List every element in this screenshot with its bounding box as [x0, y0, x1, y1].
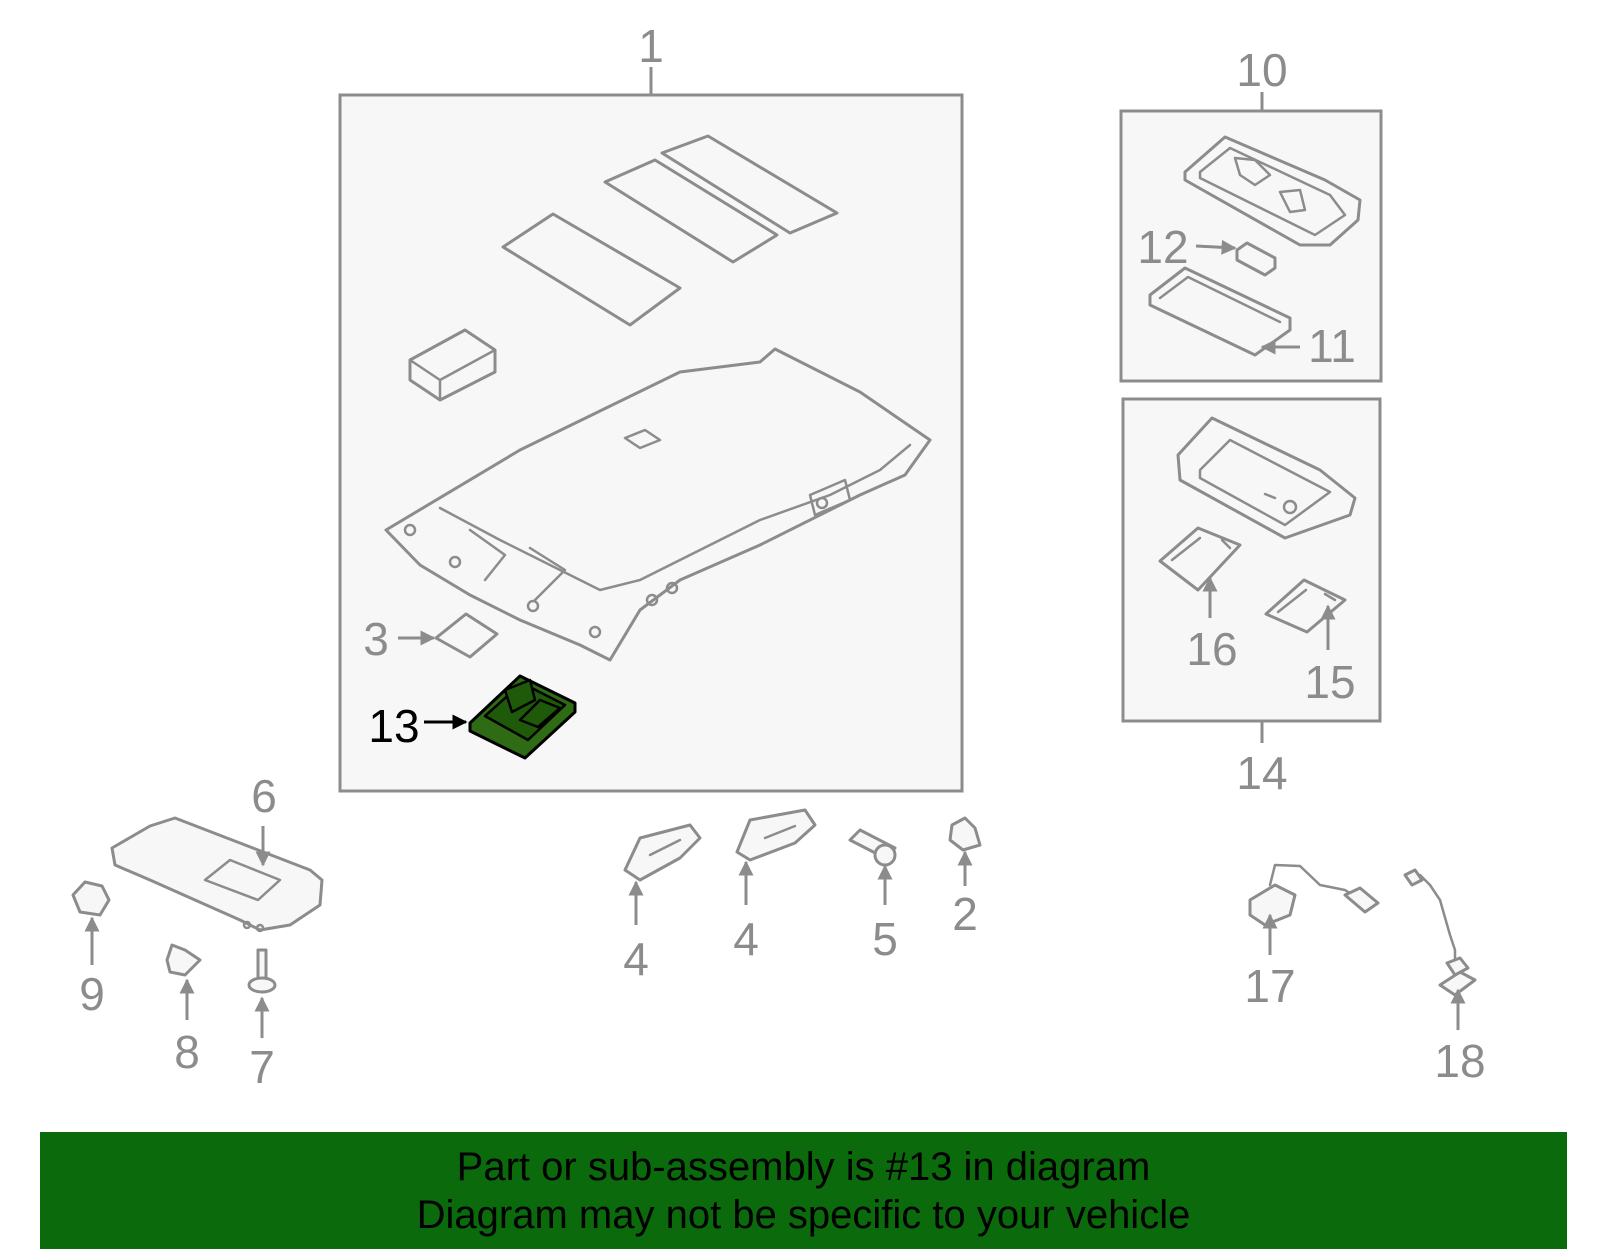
screw-7: [256, 948, 268, 982]
info-banner: Part or sub-assembly is #13 in diagram D…: [40, 1132, 1567, 1249]
leader-12: [1195, 239, 1237, 255]
pad-3: [434, 612, 499, 659]
bulb-12: [1235, 241, 1277, 277]
callout-4b: 4: [733, 913, 759, 965]
lens-11: [1148, 266, 1292, 357]
clip-2: [948, 816, 982, 852]
sunroof-panel-front: [501, 212, 682, 327]
clip-9: [71, 880, 111, 917]
callout-11: 11: [1308, 320, 1356, 372]
grab-handle-4a: [623, 823, 702, 882]
headliner: [384, 347, 932, 662]
pad-block: [408, 328, 497, 402]
callout-5: 5: [872, 913, 898, 965]
headliner-assembly-group: [338, 67, 964, 793]
callout-4a: 4: [623, 933, 649, 985]
sunroof-panel-middle: [603, 158, 779, 264]
banner-line-2: Diagram may not be specific to your vehi…: [416, 1193, 1191, 1237]
overhead-console-group: [1121, 397, 1382, 743]
parts-diagram: 1 2 3 4 4 5 6 7 8 9 10 11 12 13 14 15 16…: [71, 20, 1486, 1093]
callout-14: 14: [1236, 747, 1287, 799]
cover-16: [1158, 526, 1242, 592]
callout-12: 12: [1137, 221, 1188, 273]
sunvisor-6: [110, 816, 324, 932]
callout-13: 13: [368, 700, 419, 752]
harness-17: [1248, 883, 1297, 927]
callout-18: 18: [1434, 1035, 1485, 1087]
harness-18: [1438, 970, 1477, 997]
sunroof-panel-rear: [660, 134, 839, 235]
callout-16: 16: [1186, 623, 1237, 675]
callout-15: 15: [1304, 656, 1355, 708]
callout-1: 1: [638, 20, 664, 72]
banner-line-1: Part or sub-assembly is #13 in diagram: [456, 1145, 1151, 1189]
callout-3: 3: [363, 613, 389, 665]
dome-lamp-assembly-group: [1119, 92, 1383, 383]
dome-lamp-housing: [1183, 135, 1362, 247]
callout-6: 6: [251, 770, 277, 822]
callout-7: 7: [249, 1041, 275, 1093]
callout-9: 9: [79, 968, 105, 1020]
callout-8: 8: [174, 1026, 200, 1078]
grab-handle-4b: [735, 808, 817, 862]
callout-17: 17: [1244, 960, 1295, 1012]
highlighted-part-13: [468, 674, 577, 760]
callout-2: 2: [952, 888, 978, 940]
hook-8: [165, 943, 202, 977]
callout-10: 10: [1236, 44, 1287, 96]
